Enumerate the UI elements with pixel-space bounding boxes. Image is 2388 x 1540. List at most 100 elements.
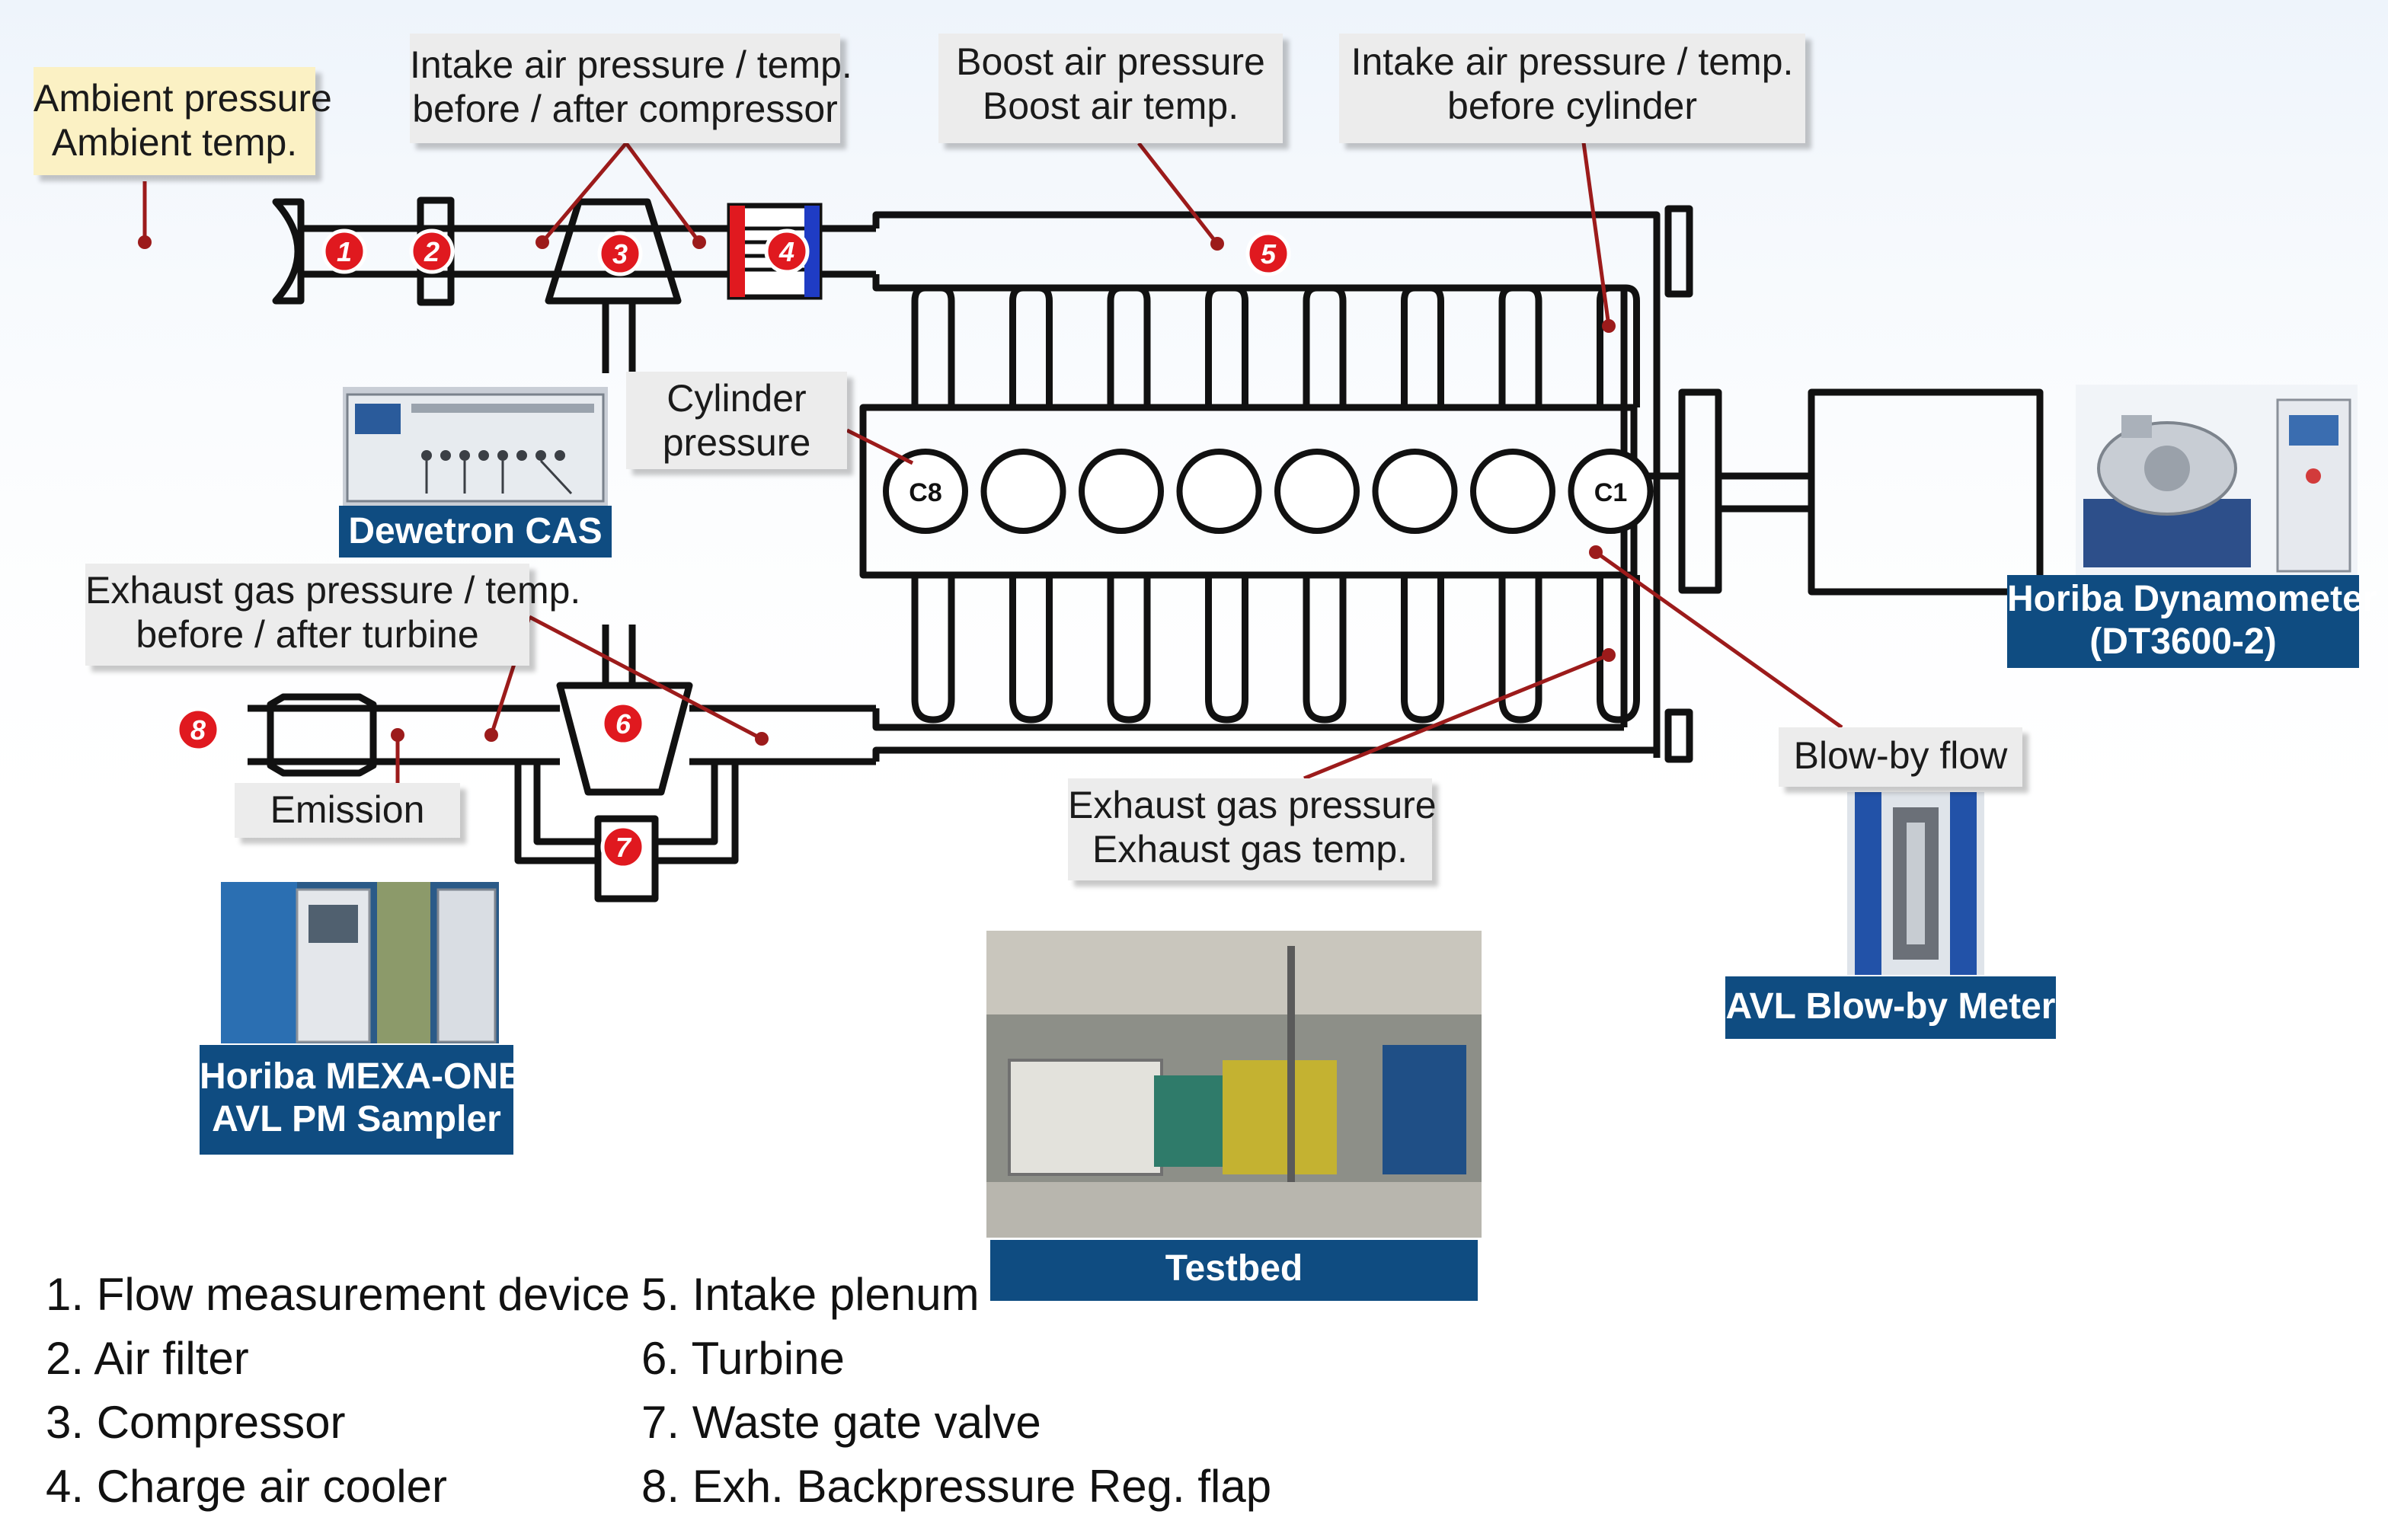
marker-3-compressor: 3 [597,231,643,276]
dynamometer-machine-icon [2076,385,2358,575]
legend-column-2: 5. Intake plenum 6. Turbine 7. Waste gat… [641,1263,1271,1519]
intake-runner [1205,284,1248,407]
marker-2-air-filter: 2 [409,228,455,274]
marker-disc [597,231,643,276]
callout-text: Intake air pressure / temp. [1351,40,1794,83]
cylinder-circle [1079,449,1164,534]
badge-blowby-meter: AVL Blow-by Meter [1725,976,2056,1039]
intake-runner [911,284,955,407]
marker-6-turbine: 6 [600,701,646,746]
marker-number: 7 [615,832,632,863]
cylinder-label: C8 [909,478,941,507]
marker-8-backpressure-flap: 8 [175,707,221,752]
badge-text: Testbed [1165,1248,1303,1289]
legend-item: 6. Turbine [641,1333,845,1384]
callout-blowby-flow: Blow-by flow [1779,727,2022,787]
callout-exhaust-turbine: Exhaust gas pressure / temp. before / af… [85,564,581,666]
marker-disc [600,824,646,870]
callout-intake-cylinder: Intake air pressure / temp. before cylin… [1339,34,1805,143]
engine-testbed-icon [986,931,1482,1238]
callout-text: Boost air pressure [956,40,1265,83]
marker-4-charge-air-cooler: 4 [764,228,810,274]
cylinder-circle [1176,449,1262,534]
exhaust-runner [1303,575,1347,724]
marker-disc [764,228,810,274]
legend-column-1: 1. Flow measurement device 2. Air filter… [46,1263,630,1519]
cylinder-circle [1470,449,1555,534]
callout-text: Boost air temp. [982,85,1239,127]
cylinder-circle [1568,449,1654,534]
cylinder-runners [911,284,1640,724]
intake-runner [1597,284,1640,407]
callout-ambient: Ambient pressure Ambient temp. [34,67,332,175]
sensor-points [138,235,1616,746]
legend-item: 1. Flow measurement device [46,1269,630,1320]
marker-number: 1 [337,236,352,267]
intake-runner [1303,284,1347,407]
engine-piping [248,196,2044,903]
photo-dewetron-icon [343,387,608,507]
leader-lines [142,136,1843,783]
intake-runner [1107,284,1151,407]
marker-number: 4 [778,236,794,267]
cylinder-label: C1 [1594,478,1627,507]
badge-text: AVL Blow-by Meter [1725,986,2056,1027]
legend-item: 3. Compressor [46,1397,346,1448]
exhaust-runner [1498,575,1542,724]
callout-emission: Emission [235,783,460,838]
intake-runner [1498,284,1542,407]
photo-mexa-icon [221,882,499,1043]
callout-text: before / after turbine [136,613,479,656]
callout-exhaust-gas: Exhaust gas pressure Exhaust gas temp. [1068,778,1437,880]
intake-runner [1009,284,1053,407]
callout-cylinder-pressure: Cylinder pressure [626,372,847,469]
callout-text: Intake air pressure / temp. [410,43,852,86]
marker-number: 2 [424,236,440,267]
marker-7-waste-gate: 7 [600,824,646,870]
legend-item: 5. Intake plenum [641,1269,980,1320]
photo-blowby-icon [1847,792,1984,975]
photo-testbed-icon [986,931,1482,1238]
legend-item: 4. Charge air cooler [46,1461,447,1512]
badge-dynamometer: Horiba Dynamometer (DT3600-2) [2007,575,2377,668]
cylinder-circle [883,449,968,534]
legend-item: 7. Waste gate valve [641,1397,1041,1448]
badge-text: (DT3600-2) [2089,621,2277,662]
marker-number: 3 [612,238,628,270]
cylinder-circle [1274,449,1360,534]
badge-text: Horiba Dynamometer [2007,579,2377,619]
exhaust-runner [1205,575,1248,724]
marker-1-flow-device: 1 [321,228,367,274]
badge-text: AVL PM Sampler [212,1099,501,1139]
marker-disc [175,707,221,752]
callout-text: Exhaust gas pressure / temp. [85,569,581,612]
marker-disc [409,228,455,274]
callout-text: Blow-by flow [1793,734,2008,777]
exhaust-runner [1597,575,1640,724]
badge-text: Horiba MEXA-ONE, [200,1056,533,1097]
blowby-meter-icon [1847,792,1984,975]
callout-boost: Boost air pressure Boost air temp. [938,34,1283,143]
callout-text: before / after compressor [412,88,838,130]
callout-text: Ambient pressure [34,77,332,120]
exhaust-runner [1009,575,1053,724]
marker-disc [321,228,367,274]
exhaust-runner [911,575,955,724]
callout-text: Exhaust gas pressure [1068,784,1437,826]
intake-runner [1401,284,1444,407]
cylinder-circle [980,449,1066,534]
badge-testbed: Testbed [990,1240,1478,1301]
badge-dewetron: Dewetron CAS [339,506,612,558]
marker-disc [600,701,646,746]
marker-disc [1245,231,1291,276]
callout-intake-compressor: Intake air pressure / temp. before / aft… [410,34,852,143]
legend-item: 2. Air filter [46,1333,249,1384]
callout-text: Exhaust gas temp. [1092,828,1408,871]
cylinder-row: C8 C1 [883,449,1654,534]
legend-item: 8. Exh. Backpressure Reg. flap [641,1461,1272,1512]
callout-text: pressure [662,421,811,464]
exhaust-runner [1107,575,1151,724]
callout-text: Ambient temp. [51,121,298,164]
cylinder-circle [1372,449,1458,534]
emission-analyzer-icon [221,882,499,1043]
